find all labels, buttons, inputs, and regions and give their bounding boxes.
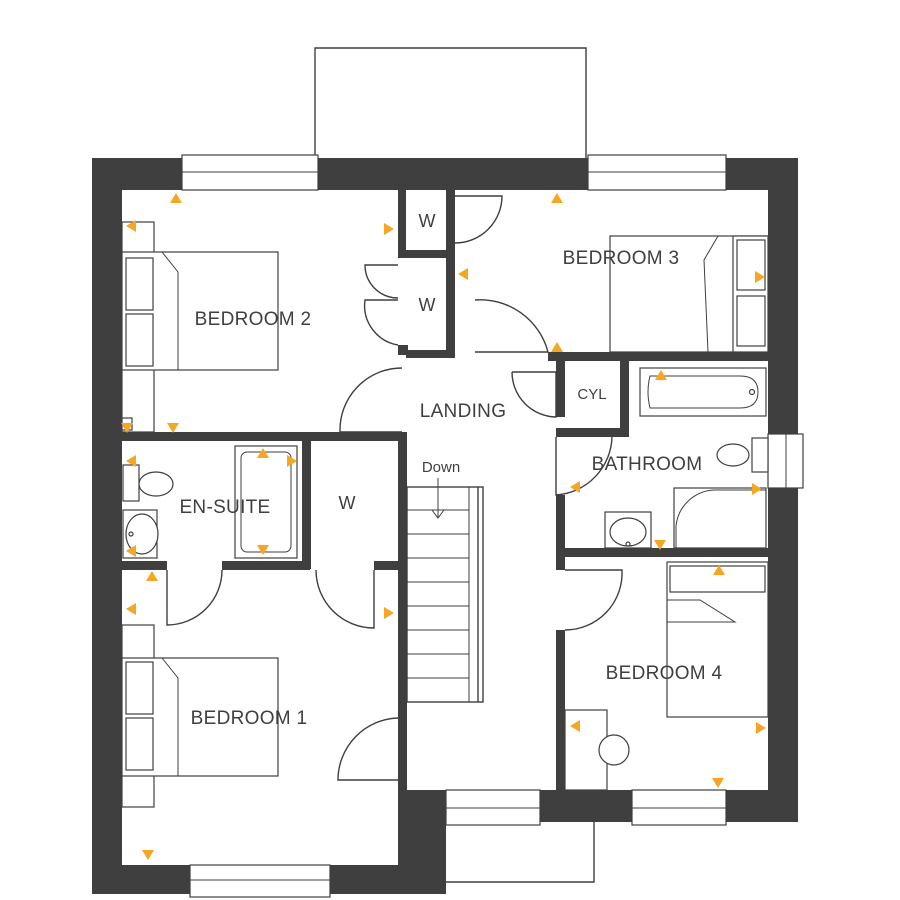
door-wardrobe-lower-left [363, 299, 399, 346]
label-stairs-down: Down [422, 459, 460, 476]
basin-bathroom [604, 511, 652, 549]
label-wardrobe-top: W [419, 211, 436, 231]
triangle-marker-icon [384, 223, 394, 235]
staircase [406, 478, 484, 703]
door-wardrobe-bedroom1 [315, 569, 375, 629]
triangle-marker-icon [126, 455, 136, 467]
bed-bedroom-2 [121, 221, 279, 433]
triangle-marker-icon [654, 540, 666, 550]
door-landing-bedroom3 [474, 299, 549, 353]
interior-walls [122, 190, 768, 790]
label-cylinder: CYL [577, 386, 606, 403]
shower-bathroom [673, 487, 767, 549]
label-bedroom-2: BEDROOM 2 [195, 309, 312, 330]
label-bathroom: BATHROOM [592, 454, 703, 475]
door-cylinder [511, 371, 557, 418]
label-wardrobe-bedroom-1: W [339, 493, 356, 513]
triangle-marker-icon [142, 850, 154, 860]
toilet-bathroom [716, 437, 769, 473]
label-bedroom-4: BEDROOM 4 [606, 663, 723, 684]
triangle-marker-icon [384, 607, 394, 619]
exterior-walls [92, 158, 798, 894]
window-bottom-right [631, 789, 727, 826]
socket-markers [121, 193, 766, 860]
door-bedroom1 [337, 717, 399, 781]
triangle-marker-icon [752, 483, 762, 495]
triangle-marker-icon [713, 565, 725, 575]
triangle-marker-icon [458, 268, 468, 280]
triangle-marker-icon [551, 193, 563, 203]
door-bathroom [555, 436, 613, 496]
window-bottom-middle [445, 789, 541, 826]
door-ensuite [166, 569, 223, 626]
triangle-marker-icon [551, 342, 563, 352]
triangle-marker-icon [121, 423, 133, 433]
doors [166, 195, 623, 781]
bath-ensuite [234, 445, 298, 559]
triangle-marker-icon [570, 481, 580, 493]
desk-bedroom-4 [564, 709, 630, 791]
triangle-marker-icon [570, 720, 580, 732]
triangle-marker-icon [126, 545, 136, 557]
windows [181, 154, 804, 898]
triangle-marker-icon [126, 603, 136, 615]
label-wardrobe-middle: W [419, 295, 436, 315]
triangle-marker-icon [126, 220, 136, 232]
triangle-marker-icon [755, 271, 765, 283]
fixtures [121, 221, 769, 808]
bed-bedroom-3 [609, 235, 769, 353]
label-en-suite: EN-SUITE [179, 497, 270, 518]
window-top-left [181, 154, 319, 191]
triangle-marker-icon [257, 448, 269, 458]
triangle-marker-icon [712, 778, 724, 788]
bed-bedroom-4 [666, 561, 769, 718]
toilet-ensuite [122, 464, 174, 502]
room-labels: BEDROOM 2 BEDROOM 3 BEDROOM 1 BEDROOM 4 … [179, 211, 722, 729]
window-top-right [587, 154, 727, 191]
door-wardrobe-upper-left [364, 264, 399, 299]
label-bedroom-1: BEDROOM 1 [191, 708, 308, 729]
label-bedroom-3: BEDROOM 3 [563, 248, 680, 269]
door-bedroom4 [564, 569, 623, 631]
triangle-marker-icon [170, 193, 182, 203]
bath-main [639, 367, 767, 417]
door-wardrobe-top [454, 195, 503, 244]
triangle-marker-icon [167, 423, 179, 433]
triangle-marker-icon [287, 455, 297, 467]
triangle-marker-icon [756, 722, 766, 734]
window-right-bathroom [767, 433, 804, 489]
triangle-marker-icon [146, 571, 158, 581]
triangle-marker-icon [257, 545, 269, 555]
door-landing-bedroom2 [339, 367, 403, 433]
label-landing: LANDING [420, 401, 507, 422]
bed-bedroom-1 [121, 624, 279, 808]
triangle-marker-icon [655, 370, 667, 380]
window-bottom-left [189, 864, 331, 898]
